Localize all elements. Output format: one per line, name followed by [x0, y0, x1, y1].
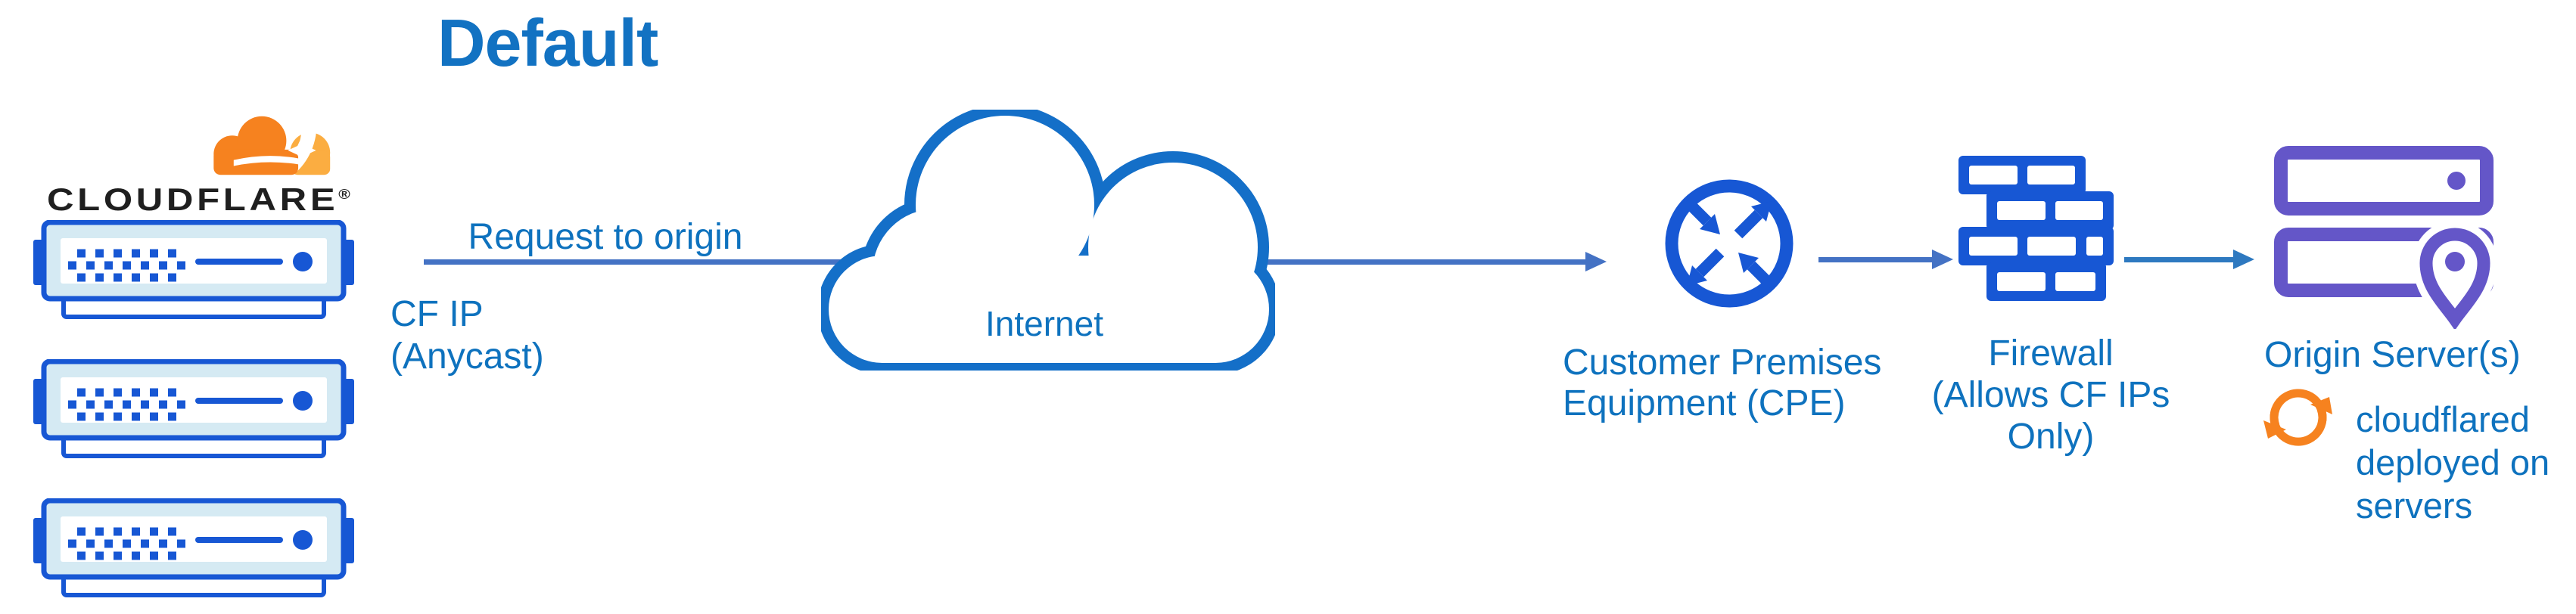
firewall-label-line1: Firewall — [1988, 333, 2114, 374]
firewall-to-origin-arrow-head-icon — [2233, 250, 2254, 269]
cf-ip-anycast-label: CF IP (Anycast) — [390, 293, 544, 378]
cloudflare-cloud-icon — [213, 116, 331, 180]
internet-label: Internet — [985, 304, 1103, 343]
firewall-label: Firewall (Allows CF IPs Only) — [1884, 333, 2217, 457]
cloudflare-logo — [189, 110, 338, 180]
request-arrow-head-icon — [1585, 252, 1607, 271]
cpe-label-line2: Equipment (CPE) — [1563, 383, 1846, 423]
location-pin-icon — [2412, 221, 2497, 329]
edge-server-icon — [33, 220, 354, 319]
cpe-label-line1: Customer Premises — [1563, 343, 1882, 383]
origin-servers-label: Origin Server(s) — [2264, 335, 2521, 375]
request-to-origin-label: Request to origin — [468, 217, 743, 257]
edge-server-icon — [33, 359, 354, 458]
cf-ip-line2: (Anycast) — [390, 336, 544, 377]
sync-arrows-icon — [2263, 389, 2332, 446]
cpe-label: Customer Premises Equipment (CPE) — [1563, 343, 1881, 424]
cpe-to-firewall-arrow-head-icon — [1932, 250, 1953, 269]
internet-cloud-icon — [821, 110, 1275, 371]
cloudflare-wordmark: CLOUDFLARE® — [47, 181, 350, 218]
firewall-to-origin-arrow-line — [2124, 257, 2235, 262]
firewall-brick-icon — [1958, 156, 2114, 301]
cpe-exchange-icon — [1665, 179, 1794, 308]
cloudflare-wordmark-text: CLOUDFLARE — [47, 181, 339, 217]
firewall-label-line2: (Allows CF IPs Only) — [1931, 375, 2170, 457]
cf-ip-line1: CF IP — [390, 294, 484, 334]
registered-mark: ® — [338, 187, 350, 202]
origin-servers-icon — [2274, 146, 2497, 329]
cpe-to-firewall-arrow-line — [1818, 257, 1934, 262]
edge-server-icon — [33, 498, 354, 597]
page-title: Default — [437, 5, 658, 80]
cloudflared-note: cloudflared deployed on servers — [2356, 399, 2550, 526]
